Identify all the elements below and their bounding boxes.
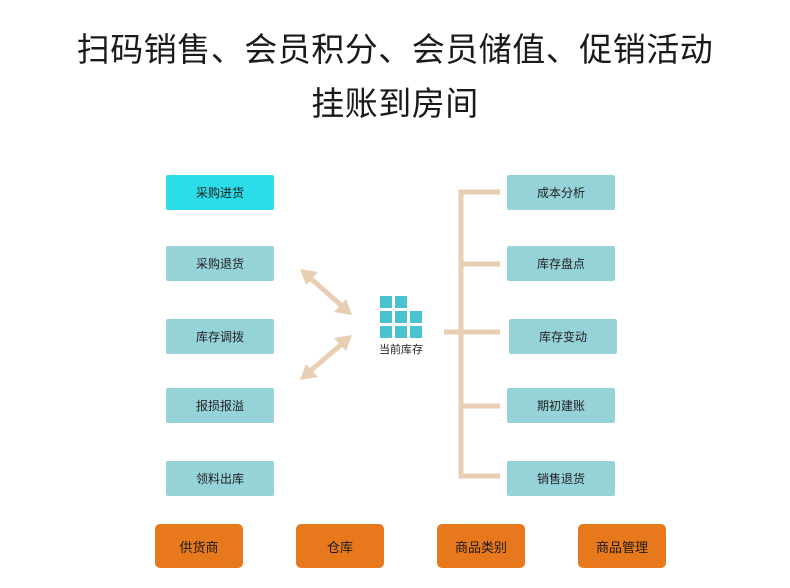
double-arrow-icon [300,335,352,380]
stock-transfer-button[interactable]: 库存调拨 [166,319,274,354]
material-issue-button[interactable]: 领料出库 [166,461,274,496]
page-title-line-1: 扫码销售、会员积分、会员储值、促销活动 [76,30,714,69]
purchase-return-button[interactable]: 采购退货 [166,246,274,281]
warehouse-button[interactable]: 仓库 [296,524,384,568]
sales-return-button[interactable]: 销售退货 [507,461,615,496]
cost-analysis-button[interactable]: 成本分析 [507,175,615,210]
double-arrow-icon [300,269,352,315]
product-management-button[interactable]: 商品管理 [578,524,666,568]
current-inventory-label: 当前库存 [379,343,423,356]
stock-change-button[interactable]: 库存变动 [509,319,617,354]
supplier-button[interactable]: 供货商 [155,524,243,568]
loss-overflow-button[interactable]: 报损报溢 [166,388,274,423]
page-title-line-2: 挂账到房间 [311,84,479,123]
opening-balance-button[interactable]: 期初建账 [507,388,615,423]
product-category-button[interactable]: 商品类别 [437,524,525,568]
inventory-grid-icon [380,296,422,338]
purchase-in-button[interactable]: 采购进货 [166,175,274,210]
stock-check-button[interactable]: 库存盘点 [507,246,615,281]
